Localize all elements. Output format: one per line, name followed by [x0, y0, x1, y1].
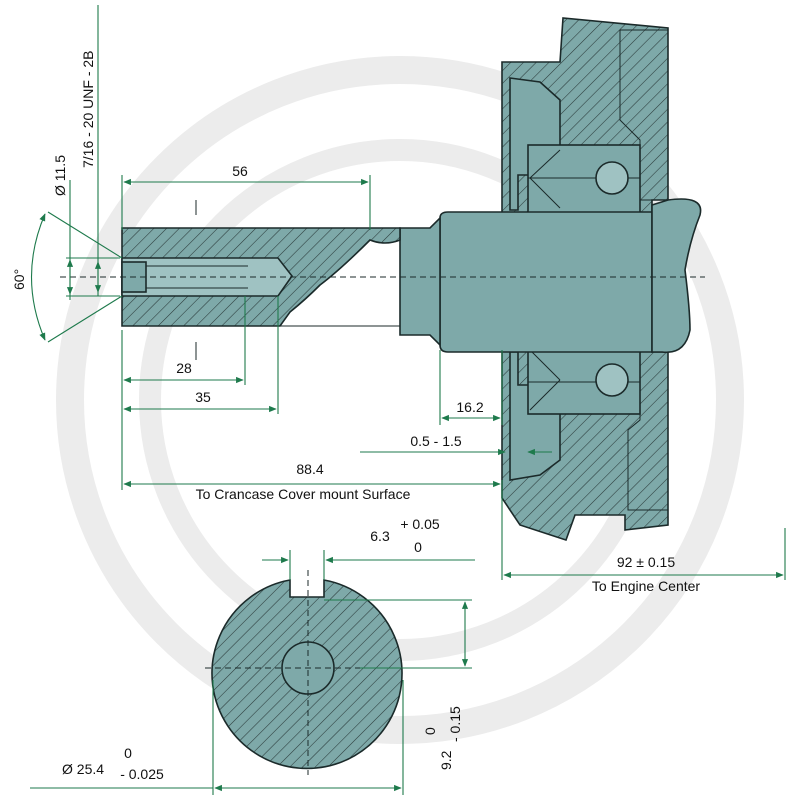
dim-16-2-label: 16.2: [456, 399, 483, 415]
shaft-step: [399, 216, 441, 347]
key-width-tol-upper: + 0.05: [400, 516, 440, 532]
cover-mount-note: To Crancase Cover mount Surface: [196, 486, 411, 502]
bore-diameter-label: Ø 11.5: [52, 155, 68, 196]
shaft-dia-tol-upper: 0: [124, 745, 132, 761]
thread-spec-label: 7/16 - 20 UNF - 2B: [80, 51, 96, 169]
shaft-dia-tol-lower: - 0.025: [120, 766, 164, 782]
output-shaft-unhatched: [279, 239, 401, 327]
key-depth-label: 9.2: [438, 750, 454, 770]
angle-label: 60°: [11, 269, 27, 290]
side-view: [60, 17, 705, 542]
end-dimensions: 6.3 + 0.05 0 9.2 0 - 0.15 Ø 25.4 0 - 0.0…: [30, 516, 475, 795]
key-width-tol-lower: 0: [414, 539, 422, 555]
key-width-label: 6.3: [370, 528, 390, 544]
engine-center-note: To Engine Center: [592, 578, 701, 594]
dim-35-label: 35: [195, 389, 211, 405]
crank-web: [651, 198, 702, 354]
end-view: [205, 570, 412, 775]
shaft-diameter-label: Ø 25.4: [62, 761, 104, 777]
dim-gap-label: 0.5 - 1.5: [410, 433, 462, 449]
shaft-main-body: [439, 211, 653, 353]
dim-28-label: 28: [176, 360, 192, 376]
dim-88-4-label: 88.4: [296, 461, 323, 477]
side-dimensions: 56 28 35 16.2 0.5 - 1.5 88.4 To Crancase…: [11, 5, 786, 594]
key-depth-tol-lower: - 0.15: [447, 706, 463, 742]
threaded-bore: [121, 257, 293, 297]
bearing-lower: [527, 345, 641, 415]
bearing-upper: [527, 144, 641, 214]
key-depth-tol-upper: 0: [422, 727, 438, 735]
dim-92-label: 92 ± 0.15: [617, 554, 675, 570]
dim-56-label: 56: [232, 163, 248, 179]
